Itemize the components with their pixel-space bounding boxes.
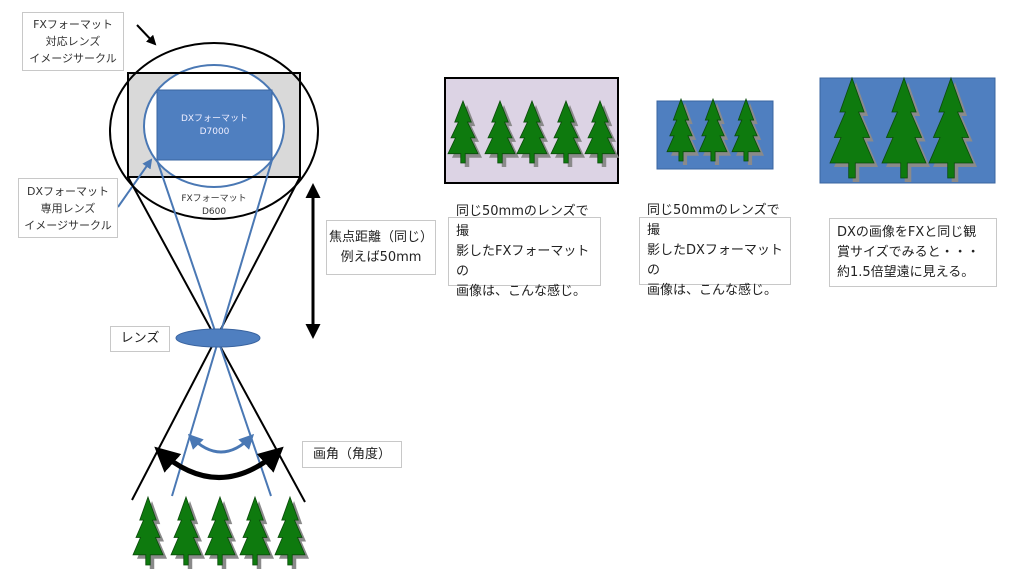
label-line: イメージサークル (29, 52, 117, 65)
dx-sensor-rect (156, 89, 273, 161)
caption-line: 約1.5倍望遠に見える。 (837, 264, 975, 280)
tree-icon (204, 495, 236, 566)
fx-caption: 同じ50mmのレンズで撮 影したFXフォーマットの 画像は、こんな感じ。 (448, 204, 601, 299)
enlarged-caption: DXの画像をFXと同じ観 賞サイズでみると・・・ 約1.5倍望遠に見える。 (829, 218, 997, 287)
fx-callout-arrow (136, 24, 157, 46)
label-line: 対応レンズ (45, 35, 101, 48)
tree-icon (170, 495, 202, 566)
tree-icon (274, 495, 306, 566)
tree-icon (731, 97, 761, 162)
caption-line: DXの画像をFXと同じ観 (837, 224, 977, 240)
fx-image-circle-label: FXフォーマット 対応レンズ イメージサークル (22, 12, 124, 71)
label-line: D600 (201, 207, 227, 217)
tree-icon (829, 76, 875, 179)
caption-line: 賞サイズでみると・・・ (837, 244, 980, 260)
tree-icon (698, 97, 728, 162)
caption-line: 画像は、こんな感じ。 (647, 283, 778, 298)
tree-icon (484, 99, 516, 164)
dx-image-circle-label: DXフォーマット 専用レンズ イメージサークル (18, 178, 118, 238)
dx-caption: 同じ50mmのレンズで撮 影したDXフォーマットの 画像は、こんな感じ。 (639, 203, 791, 298)
label-line: 専用レンズ (40, 201, 96, 215)
tree-icon (516, 99, 548, 164)
caption-line: 画像は、こんな感じ。 (456, 283, 587, 299)
label-line: 例えば50mm (340, 249, 422, 265)
tree-icon (584, 99, 616, 164)
tree-icon (881, 76, 927, 179)
label-line: イメージサークル (24, 218, 112, 232)
tree-icon (447, 99, 479, 164)
angle-of-view-label: 画角（角度） (302, 441, 402, 468)
label-line: FXフォーマット (181, 194, 247, 204)
fx-image-preview (444, 77, 619, 184)
tree-icon (550, 99, 582, 164)
label-line: DXフォーマット (26, 184, 109, 198)
tree-icon (239, 495, 271, 566)
tree-icon (666, 97, 696, 162)
fx-sensor-label: FXフォーマット D600 (164, 193, 264, 219)
fx-angle-arc (154, 446, 284, 480)
caption-line: 影したDXフォーマットの (647, 243, 783, 278)
caption-line: 影したFXフォーマットの (456, 243, 590, 279)
label-line: 焦点距離（同じ） (328, 229, 433, 245)
caption-line: 同じ50mmのレンズで撮 (456, 203, 589, 239)
label-line: DXフォーマット (180, 114, 249, 124)
label-line: D7000 (199, 127, 230, 137)
fx-image-circle (109, 42, 319, 220)
tree-icon (132, 495, 164, 566)
focal-length-label: 焦点距離（同じ） 例えば50mm (326, 220, 436, 275)
dx-sensor-label: DXフォーマット D7000 (157, 113, 272, 139)
lens-shape (175, 328, 261, 348)
dx-callout-arrow (117, 158, 153, 208)
tree-icon (928, 76, 974, 179)
dx-angle-arc (187, 433, 255, 454)
label-line: FXフォーマット (33, 18, 113, 31)
lens-label: レンズ (110, 326, 170, 352)
caption-line: 同じ50mmのレンズで撮 (647, 203, 780, 238)
